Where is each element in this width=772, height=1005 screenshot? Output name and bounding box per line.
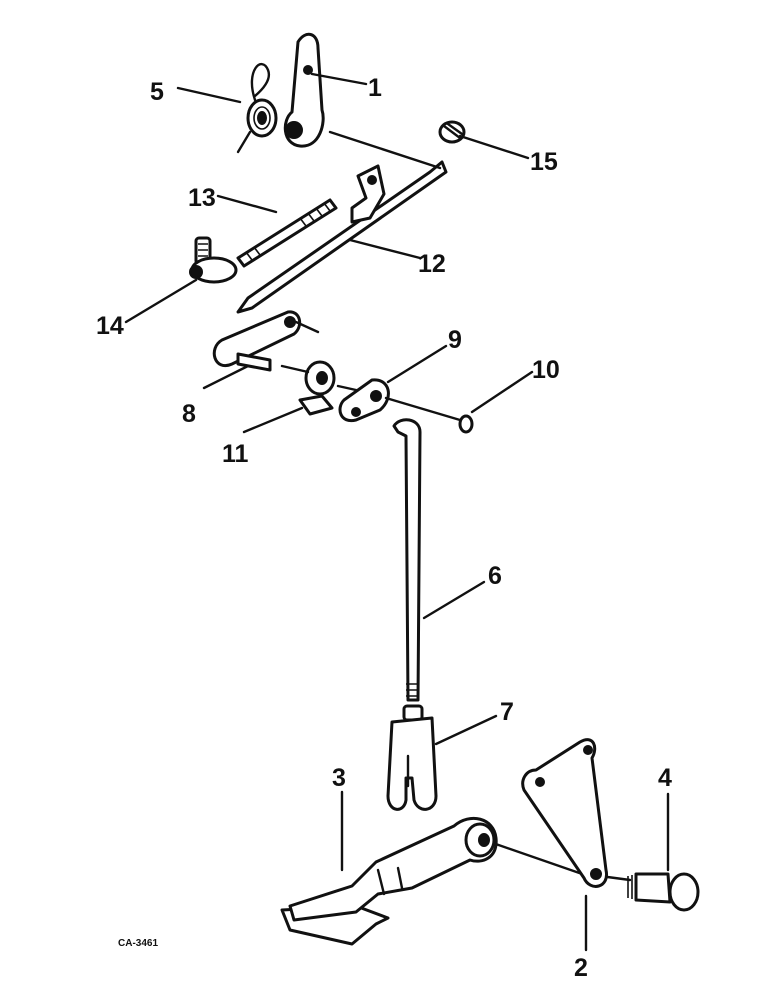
assembly-lines (280, 364, 632, 882)
callout-15: 15 (530, 148, 558, 176)
callout-8: 8 (182, 400, 196, 428)
callout-12: 12 (418, 250, 446, 278)
part-7-yoke (386, 704, 438, 811)
callout-labels: 1 2 3 4 5 6 7 8 9 10 11 12 13 14 15 CA-3… (96, 74, 672, 982)
part-14-clevis-pin (189, 236, 238, 284)
part-13-threaded-rod (236, 198, 338, 268)
callout-1: 1 (368, 74, 382, 102)
callout-3: 3 (332, 764, 346, 792)
callout-10: 10 (532, 356, 560, 384)
leader-lines (124, 72, 670, 952)
callout-4: 4 (658, 764, 672, 792)
part-8-link (212, 310, 320, 372)
callout-9: 9 (448, 326, 462, 354)
callout-5: 5 (150, 78, 164, 106)
part-15-knob (438, 120, 466, 144)
callout-6: 6 (488, 562, 502, 590)
part-3-pedal (280, 816, 498, 946)
figure-code: CA-3461 (118, 938, 158, 949)
part-4-bolt (627, 872, 700, 912)
callout-13: 13 (188, 184, 216, 212)
part-6-vertical-rod (392, 418, 422, 702)
callout-7: 7 (500, 698, 514, 726)
callout-2: 2 (574, 954, 588, 982)
part-10-cotter (458, 414, 474, 434)
callout-11: 11 (222, 440, 249, 468)
part-1-lever (283, 32, 325, 148)
callout-14: 14 (96, 312, 124, 340)
part-12-rod (236, 130, 448, 314)
part-5-spring (236, 63, 278, 154)
part-2-bracket (521, 738, 608, 888)
part-11-bushing (298, 360, 336, 416)
part-9-washer (338, 378, 390, 423)
